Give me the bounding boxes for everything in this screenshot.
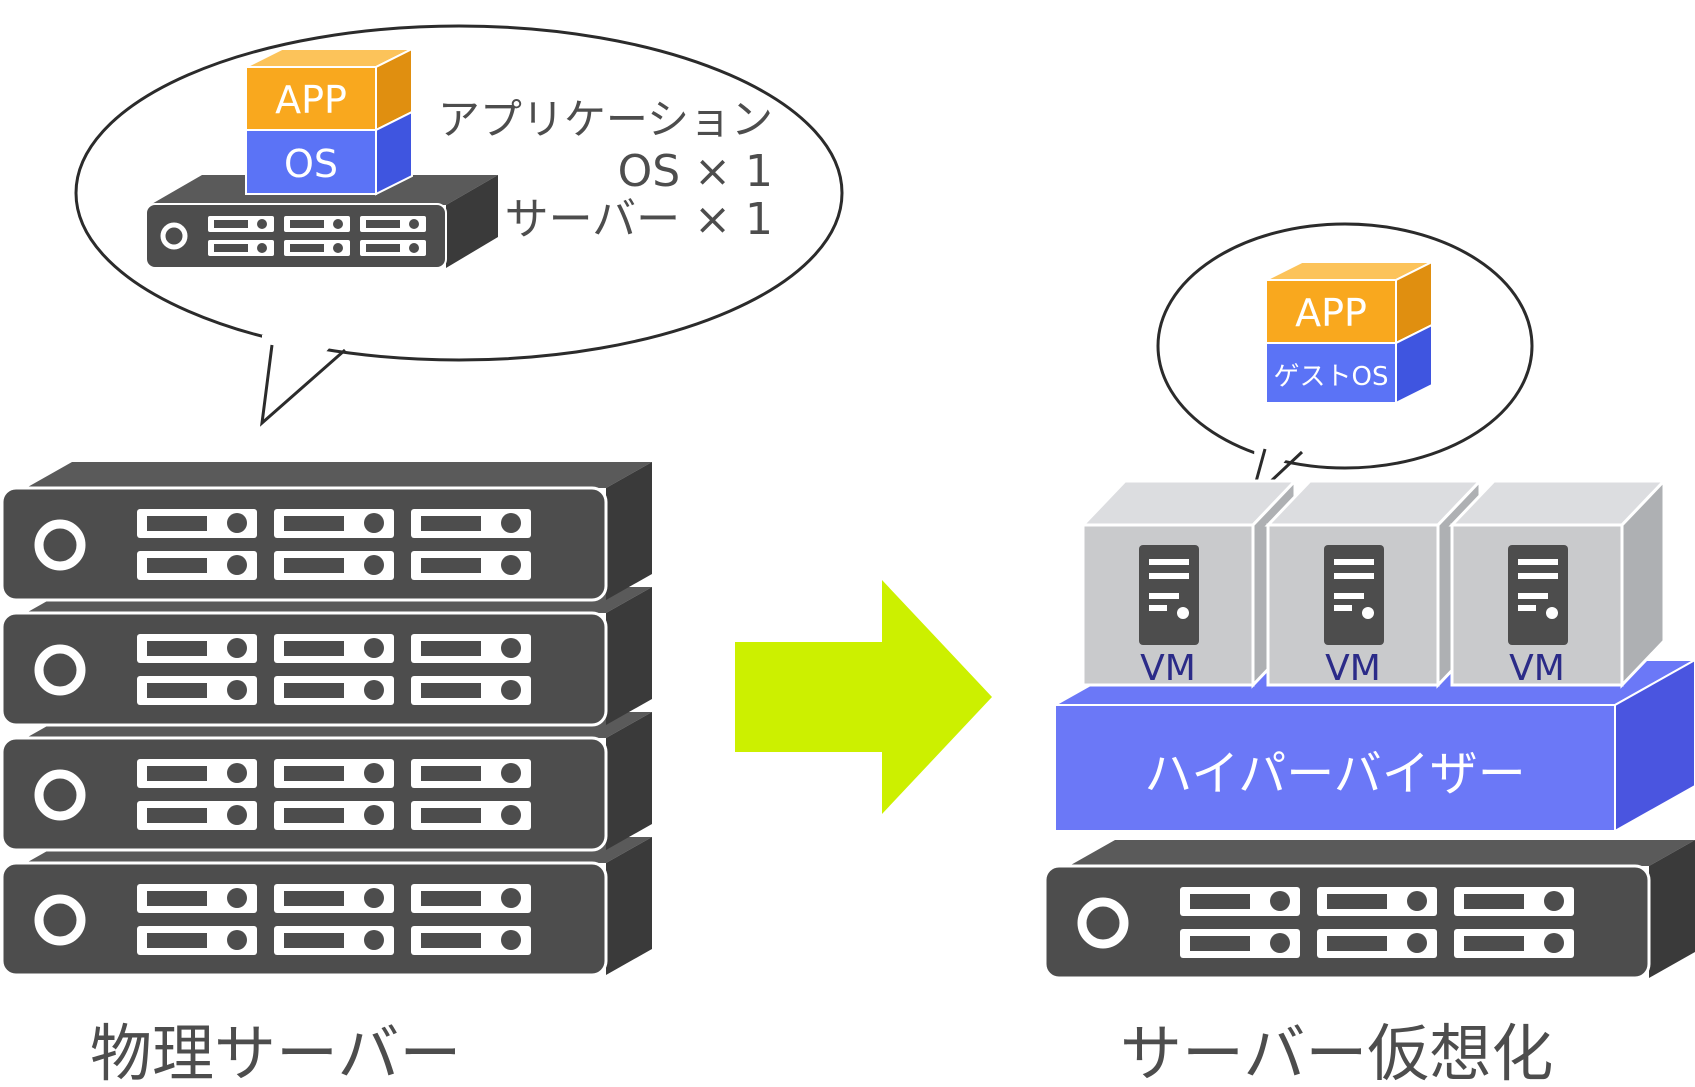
info-os-count: OS × 1 [618,146,773,197]
os-label: OS [284,142,338,186]
rack-server-3 [2,712,652,850]
physical-server-caption: 物理サーバー [90,1017,461,1087]
guest-app-os-stack: APP ゲストOS [1265,260,1433,405]
app-layer [245,66,377,131]
vm-label: VM [1140,648,1196,689]
host-server [1045,840,1695,978]
virtualization-caption: サーバー仮想化 [1120,1017,1553,1087]
info-server-count: サーバー × 1 [505,194,773,245]
vm-label: VM [1325,648,1381,689]
guest-app-layer [1265,279,1397,344]
rack-server-1 [2,462,652,600]
transition-arrow-icon [735,580,992,814]
rack-server-2 [2,587,652,725]
app-label: APP [275,78,347,122]
vm-1: VM [1081,479,1297,689]
virtualization-diagram: APP ゲストOS ハイパーバイザー VM VM VM サーバー仮想化 [1045,222,1695,1087]
info-application: アプリケーション [438,95,773,144]
physical-server-diagram: APP OS アプリケーション OS × 1 サーバー × 1 物理サーバー [2,24,844,1087]
vm-2: VM [1266,479,1482,689]
rack-server-4 [2,837,652,975]
guest-os-layer [1265,342,1397,404]
guest-os-label: ゲストOS [1274,362,1389,392]
vm-label: VM [1509,648,1565,689]
guest-app-label: APP [1295,291,1367,335]
hypervisor-label: ハイパーバイザー [1144,746,1526,802]
vm-3: VM [1450,479,1666,689]
app-os-stack: APP OS [245,47,413,196]
rack-server-stack [2,462,652,975]
os-layer [245,129,377,195]
